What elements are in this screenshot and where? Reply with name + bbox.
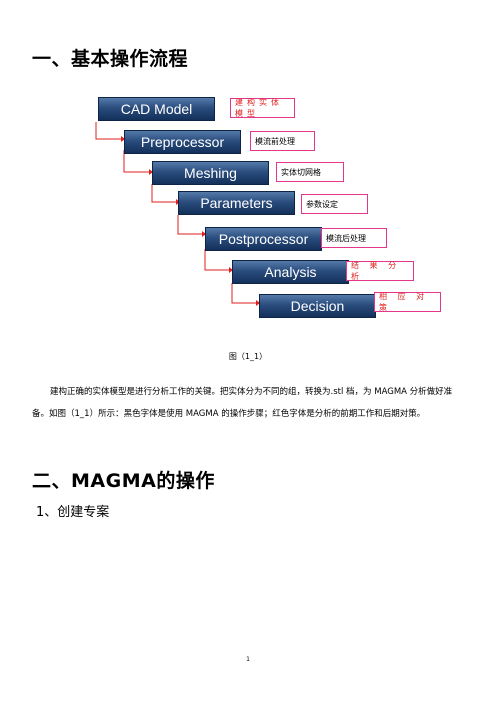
arrowhead-2 bbox=[149, 169, 153, 175]
workflow-diagram: CAD Model Preprocessor Meshing Parameter… bbox=[66, 77, 444, 331]
connector-1 bbox=[95, 122, 121, 140]
flow-note-postprocessor: 模流后处理 bbox=[321, 228, 387, 248]
flow-step-cad-model: CAD Model bbox=[98, 97, 215, 121]
flow-step-postprocessor: Postprocessor bbox=[205, 227, 322, 251]
flow-note-analysis: 结 果 分 析 bbox=[346, 261, 414, 281]
flow-step-decision: Decision bbox=[259, 294, 376, 318]
flow-note-parameters: 参数设定 bbox=[301, 194, 368, 214]
connector-4 bbox=[177, 215, 202, 235]
connector-3 bbox=[151, 184, 176, 203]
flow-step-parameters: Parameters bbox=[178, 191, 295, 215]
figure-caption: 图（1_1） bbox=[228, 352, 268, 361]
flow-connectors bbox=[95, 122, 260, 306]
connector-5 bbox=[204, 249, 229, 271]
flow-step-analysis: Analysis bbox=[232, 260, 349, 284]
arrowhead-4 bbox=[202, 231, 206, 237]
flow-step-preprocessor: Preprocessor bbox=[124, 130, 241, 154]
flow-note-meshing: 实体切网格 bbox=[276, 162, 344, 182]
flow-note-preprocessor: 模流前处理 bbox=[250, 131, 315, 151]
flow-step-meshing: Meshing bbox=[152, 161, 269, 185]
page-number: 1 bbox=[246, 656, 250, 663]
section-heading-magma-operation: 二、MAGMA的操作 bbox=[32, 470, 215, 492]
connector-2 bbox=[123, 150, 149, 173]
flow-note-cad-model: 建构实体模型 bbox=[230, 98, 295, 118]
connector-6 bbox=[231, 283, 256, 304]
body-paragraph: 建构正确的实体模型是进行分析工作的关键。把实体分为不同的组，转换为.stl 档，… bbox=[32, 387, 453, 419]
arrowhead-5 bbox=[229, 267, 233, 273]
arrowhead-1 bbox=[121, 136, 125, 142]
flow-note-decision: 相 应 对 策 bbox=[374, 292, 441, 312]
section-heading-basic-flow: 一、基本操作流程 bbox=[32, 48, 189, 70]
subsection-heading-create-project: 1、创建专案 bbox=[36, 505, 110, 520]
arrowhead-6 bbox=[256, 300, 260, 306]
